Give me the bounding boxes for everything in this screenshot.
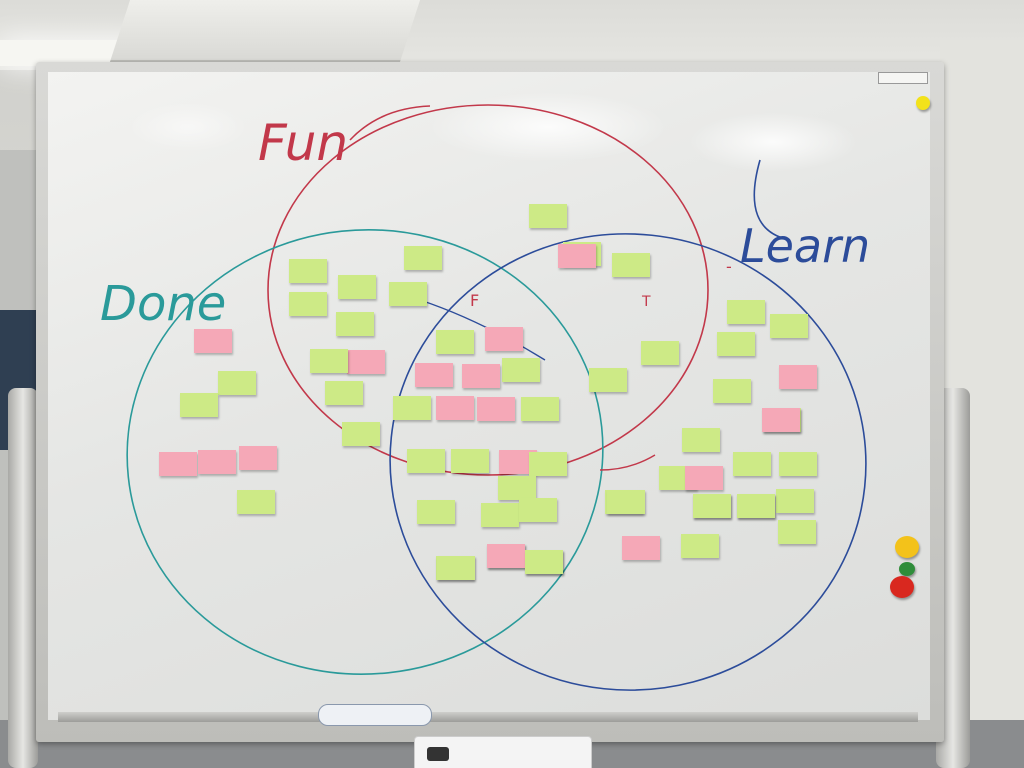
sticky-note-pink[interactable] <box>415 363 453 387</box>
sticky-note-pink[interactable] <box>198 450 236 474</box>
sticky-note-pink[interactable] <box>685 466 723 490</box>
sticky-note-green[interactable] <box>180 393 218 417</box>
brand-plate <box>318 704 432 726</box>
projector-lens-icon <box>427 747 449 761</box>
sticky-note-green[interactable] <box>218 371 256 395</box>
sticky-note-green[interactable] <box>404 246 442 270</box>
marker-tray <box>58 712 918 722</box>
board-glare <box>688 112 858 172</box>
sticky-note-pink[interactable] <box>436 396 474 420</box>
projector <box>414 736 592 768</box>
sticky-note-pink[interactable] <box>622 536 660 560</box>
sticky-note-green[interactable] <box>481 503 519 527</box>
yellow-magnet-icon[interactable] <box>895 536 919 558</box>
sticky-note-green[interactable] <box>498 476 536 500</box>
red-magnet-icon[interactable] <box>890 576 914 598</box>
sticky-note-green[interactable] <box>310 349 348 373</box>
sticky-note-green[interactable] <box>521 397 559 421</box>
sticky-note-green[interactable] <box>393 396 431 420</box>
sticky-note-green[interactable] <box>436 330 474 354</box>
sticky-note-green[interactable] <box>682 428 720 452</box>
sticky-note-green[interactable] <box>338 275 376 299</box>
sticky-note-green[interactable] <box>451 449 489 473</box>
sticky-note-green[interactable] <box>776 489 814 513</box>
board-label-tag <box>878 72 928 84</box>
sticky-note-green[interactable] <box>237 490 275 514</box>
sticky-note-green[interactable] <box>727 300 765 324</box>
sticky-note-green[interactable] <box>681 534 719 558</box>
sticky-note-green[interactable] <box>607 490 645 514</box>
sticky-note-green[interactable] <box>289 292 327 316</box>
sticky-note-green[interactable] <box>713 379 751 403</box>
sticky-note-green[interactable] <box>589 368 627 392</box>
sticky-note-green[interactable] <box>342 422 380 446</box>
sticky-note-green[interactable] <box>289 259 327 283</box>
stand-left-pole <box>8 388 38 768</box>
sticky-note-green[interactable] <box>717 332 755 356</box>
sticky-note-pink[interactable] <box>485 327 523 351</box>
sticky-note-green[interactable] <box>529 204 567 228</box>
sticky-note-pink[interactable] <box>347 350 385 374</box>
sticky-note-green[interactable] <box>778 520 816 544</box>
sticky-note-pink[interactable] <box>762 408 800 432</box>
sticky-note-green[interactable] <box>770 314 808 338</box>
sticky-note-green[interactable] <box>336 312 374 336</box>
small-yellow-magnet-icon[interactable] <box>916 96 930 110</box>
sticky-note-green[interactable] <box>737 494 775 518</box>
sticky-note-pink[interactable] <box>477 397 515 421</box>
air-conditioner-vent <box>109 0 421 62</box>
sticky-note-green[interactable] <box>325 381 363 405</box>
sticky-note-green[interactable] <box>525 550 563 574</box>
sticky-note-green[interactable] <box>407 449 445 473</box>
sticky-note-green[interactable] <box>612 253 650 277</box>
sticky-note-green[interactable] <box>693 494 731 518</box>
board-glare <box>428 92 668 162</box>
sticky-note-pink[interactable] <box>159 452 197 476</box>
board-glare <box>128 102 248 152</box>
sticky-note-green[interactable] <box>519 498 557 522</box>
green-magnet-icon[interactable] <box>899 562 915 576</box>
sticky-note-green[interactable] <box>389 282 427 306</box>
sticky-note-pink[interactable] <box>462 364 500 388</box>
sticky-note-pink[interactable] <box>558 244 596 268</box>
sticky-note-green[interactable] <box>641 341 679 365</box>
sticky-note-pink[interactable] <box>194 329 232 353</box>
sticky-note-green[interactable] <box>733 452 771 476</box>
sticky-note-green[interactable] <box>529 452 567 476</box>
sticky-note-pink[interactable] <box>487 544 525 568</box>
sticky-note-green[interactable] <box>417 500 455 524</box>
sticky-note-pink[interactable] <box>779 365 817 389</box>
sticky-note-green[interactable] <box>502 358 540 382</box>
sticky-note-pink[interactable] <box>239 446 277 470</box>
sticky-note-green[interactable] <box>779 452 817 476</box>
sticky-note-green[interactable] <box>437 556 475 580</box>
